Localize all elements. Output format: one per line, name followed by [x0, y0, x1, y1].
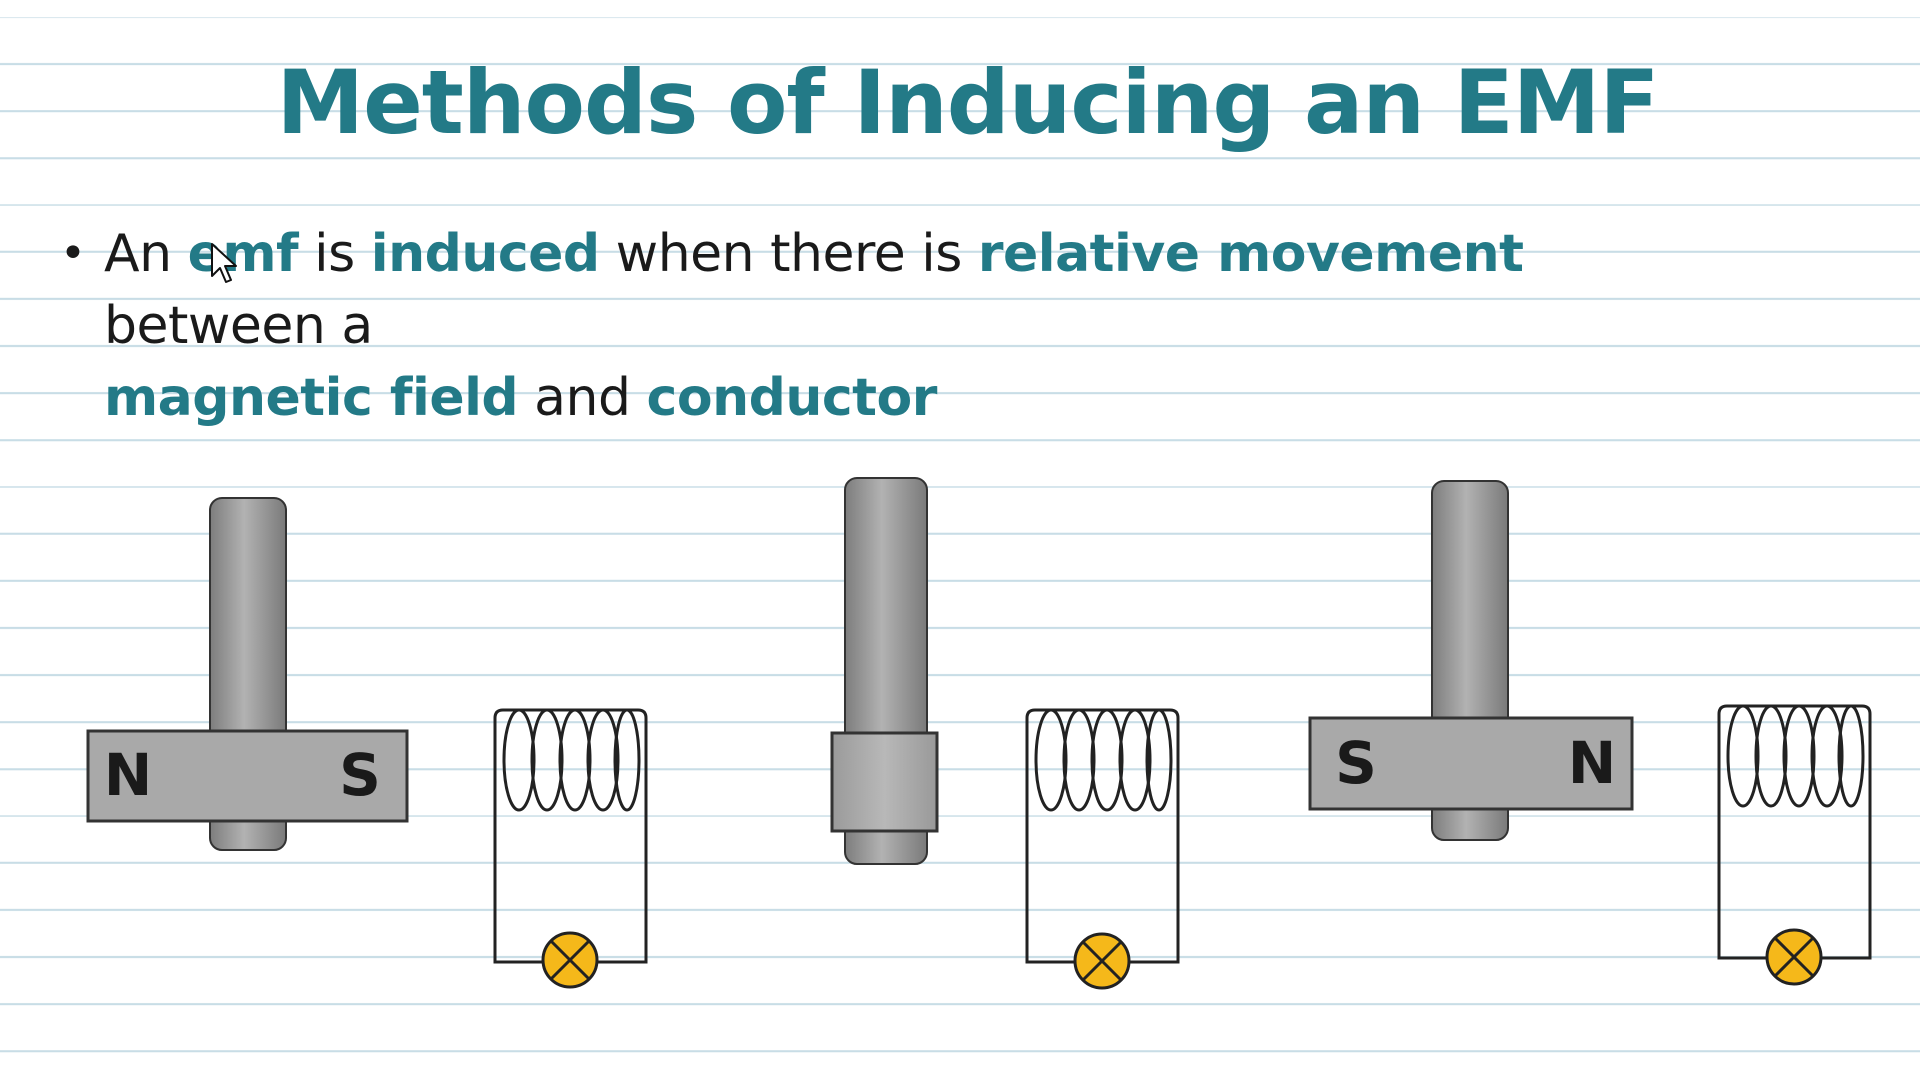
magnet-pole-south: S [1335, 729, 1377, 797]
bullet-text: An emf is induced when there is relative… [104, 218, 1754, 434]
bullet-text-segment: between a [104, 296, 373, 356]
mouse-cursor-icon [211, 243, 237, 283]
coil-circuit [1717, 704, 1872, 986]
diagram-2 [830, 477, 1180, 990]
slide-title: Methods of Inducing an EMF [276, 51, 1660, 154]
highlight-conductor: conductor [646, 368, 938, 428]
diagram-3: S N [1308, 480, 1872, 986]
sliding-collar [830, 731, 939, 833]
bullet-text-segment: and [518, 368, 647, 428]
bullet-text-segment: An [104, 224, 188, 284]
highlight-magnetic-field: magnetic field [104, 368, 519, 428]
bulb-icon [1765, 928, 1823, 986]
highlight-emf: emf [187, 224, 299, 284]
bar-magnet: S N [1308, 716, 1634, 811]
magnet-pole-north: N [104, 741, 153, 809]
coil-icon [1726, 704, 1865, 808]
highlight-relative-movement: relative movement [977, 224, 1524, 284]
bulb-icon [1073, 932, 1131, 990]
magnet-pole-south: S [339, 741, 381, 809]
bulb-icon [541, 931, 599, 989]
magnet-pole-north: N [1568, 729, 1617, 797]
bullet-marker: • [60, 228, 86, 279]
bullet-text-segment: is [298, 224, 371, 284]
coil-circuit [493, 708, 648, 989]
coil-circuit [1025, 708, 1180, 990]
bar-magnet: N S [86, 729, 409, 823]
bullet-text-segment: when there is [599, 224, 978, 284]
diagram-1: N S [86, 497, 648, 989]
coil-icon [502, 708, 641, 812]
coil-icon [1034, 708, 1173, 812]
highlight-induced: induced [370, 224, 600, 284]
